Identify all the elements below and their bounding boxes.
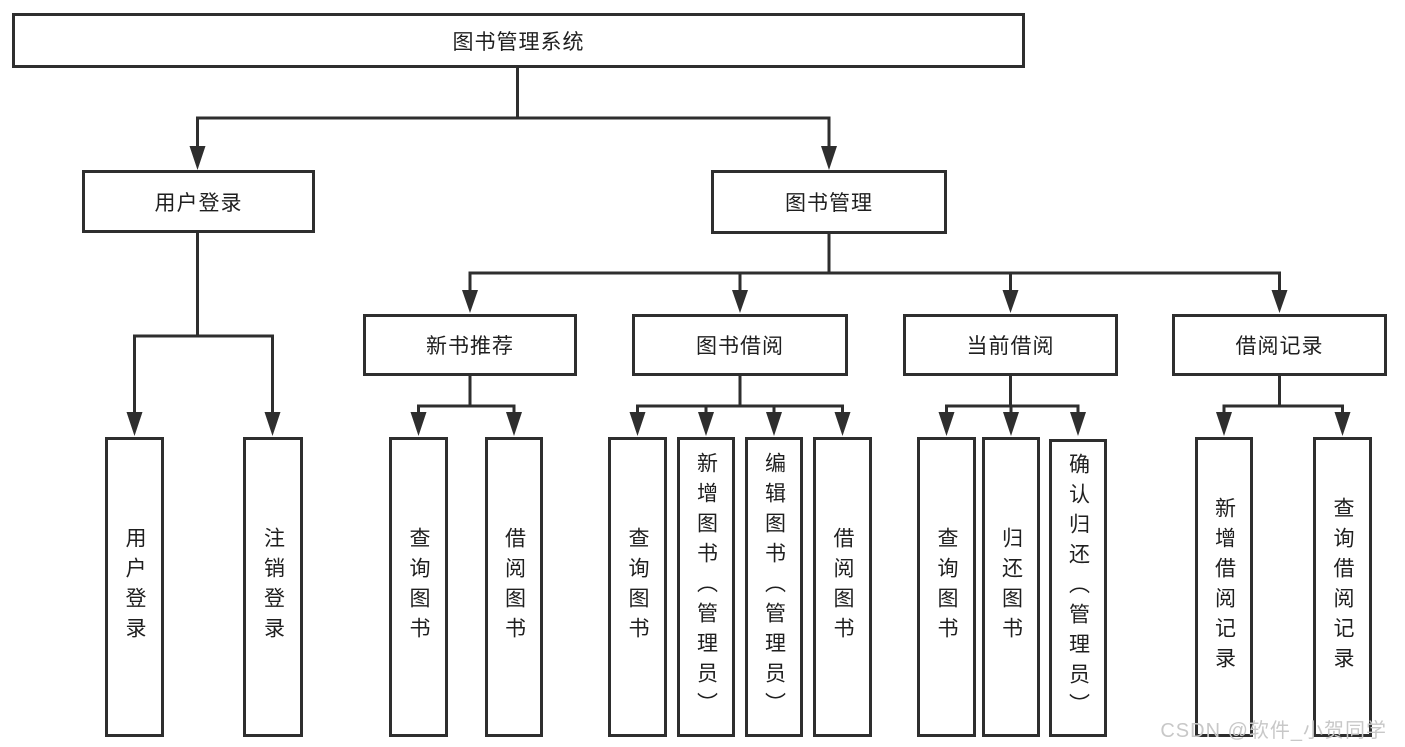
- leaf-logout-label: 注销登录: [261, 527, 285, 647]
- node-borrow-record-label: 借阅记录: [1235, 335, 1324, 358]
- leaf-newbook-query-label: 查询图书: [407, 527, 431, 647]
- node-new-book-rec: 新书推荐: [363, 314, 577, 376]
- connector-mgmt-to-level3: [468, 233, 1281, 294]
- leaf-current-confirm-label: 确认归还（管理员）: [1066, 453, 1090, 723]
- connector-record-to-leaves: [1222, 374, 1344, 416]
- arrowheads: [126, 146, 1351, 436]
- leaf-current-return: 归还图书: [982, 437, 1040, 737]
- leaf-record-query: 查询借阅记录: [1313, 437, 1372, 737]
- leaf-newbook-query: 查询图书: [389, 437, 448, 737]
- node-book-mgmt-label: 图书管理: [785, 192, 873, 215]
- node-root-label: 图书管理系统: [452, 30, 585, 54]
- leaf-borrow-add: 新增图书（管理员）: [677, 437, 735, 737]
- leaf-record-add: 新增借阅记录: [1195, 437, 1253, 737]
- leaf-borrow-query: 查询图书: [608, 437, 667, 737]
- leaf-user-login-label: 用户登录: [123, 527, 147, 647]
- leaf-borrow-borrow: 借阅图书: [813, 437, 872, 737]
- leaf-borrow-edit: 编辑图书（管理员）: [745, 437, 803, 737]
- leaf-borrow-add-label: 新增图书（管理员）: [694, 452, 718, 722]
- leaf-borrow-edit-label: 编辑图书（管理员）: [762, 452, 786, 722]
- node-book-mgmt: 图书管理: [711, 170, 947, 234]
- connector-current-to-leaves: [945, 374, 1080, 416]
- leaf-current-query: 查询图书: [917, 437, 976, 737]
- connector-newbook-to-leaves: [417, 374, 516, 416]
- node-new-book-rec-label: 新书推荐: [426, 335, 514, 358]
- leaf-newbook-borrow-label: 借阅图书: [502, 527, 526, 647]
- leaf-borrow-query-label: 查询图书: [626, 527, 650, 647]
- leaf-borrow-borrow-label: 借阅图书: [831, 527, 855, 647]
- node-user-login: 用户登录: [82, 170, 315, 233]
- connector-root-to-level2: [196, 66, 831, 150]
- node-current-borrow-label: 当前借阅: [966, 335, 1055, 358]
- leaf-record-query-label: 查询借阅记录: [1331, 497, 1355, 677]
- connector-borrow-to-leaves: [636, 374, 844, 416]
- connector-login-to-leaves: [133, 231, 274, 416]
- node-current-borrow: 当前借阅: [903, 314, 1118, 376]
- leaf-logout: 注销登录: [243, 437, 303, 737]
- node-user-login-label: 用户登录: [154, 191, 243, 215]
- leaf-current-query-label: 查询图书: [935, 527, 959, 647]
- leaf-current-confirm: 确认归还（管理员）: [1049, 439, 1107, 737]
- leaf-newbook-borrow: 借阅图书: [485, 437, 543, 737]
- node-borrow-record: 借阅记录: [1172, 314, 1387, 376]
- node-book-borrow-label: 图书借阅: [696, 335, 784, 358]
- csdn-watermark: CSDN @软件_小贺同学: [1160, 720, 1387, 742]
- leaf-current-return-label: 归还图书: [999, 527, 1023, 647]
- node-root: 图书管理系统: [12, 13, 1025, 68]
- leaf-user-login: 用户登录: [105, 437, 164, 737]
- leaf-record-add-label: 新增借阅记录: [1212, 497, 1236, 677]
- node-book-borrow: 图书借阅: [632, 314, 848, 376]
